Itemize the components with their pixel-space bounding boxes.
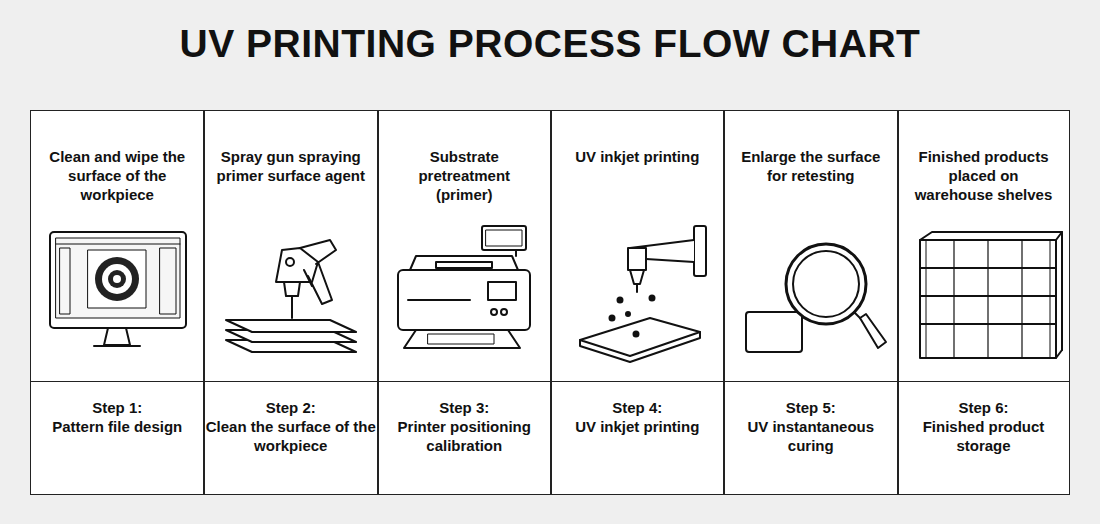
step-number: Step 1: (31, 398, 204, 417)
magnifier-icon (746, 244, 886, 352)
caption-cell: Clean and wipe the surface of the workpi… (30, 110, 205, 382)
step-cell: Step 3:Printer positioning calibration (377, 381, 552, 496)
step-name: UV instantaneous curing (724, 417, 898, 455)
step-cell: Step 1:Pattern file design (30, 381, 205, 496)
warehouse-shelf-icon (920, 232, 1062, 358)
step-number: Step 4: (551, 398, 724, 417)
step-number: Step 6: (898, 398, 1069, 417)
step-name: Finished product storage (898, 417, 1069, 455)
spray-gun-icon (226, 240, 356, 352)
inkjet-nozzle-icon (580, 226, 706, 362)
step-cell: Step 5:UV instantaneous curing (723, 381, 899, 496)
step-cell: Step 4:UV inkjet printing (550, 381, 725, 496)
caption-text: Substrate pretreatment (primer) (388, 147, 541, 204)
step-name: Clean the surface of the workpiece (204, 417, 378, 455)
step-number: Step 2: (204, 398, 378, 417)
caption-text: Finished products placed on warehouse sh… (908, 147, 1059, 204)
caption-text: Enlarge the surface for retesting (734, 147, 888, 185)
step-number: Step 3: (378, 398, 551, 417)
caption-cell: Enlarge the surface for retesting (723, 110, 899, 382)
monitor-icon (50, 232, 186, 346)
step-cell: Step 6:Finished product storage (897, 381, 1070, 496)
chart-title: UV PRINTING PROCESS FLOW CHART (0, 22, 1100, 66)
caption-cell: Spray gun spraying primer surface agent (203, 110, 379, 382)
caption-cell: UV inkjet printing (550, 110, 725, 382)
printer-icon (398, 226, 530, 348)
table-ground (30, 110, 1070, 495)
step-name: UV inkjet printing (551, 417, 724, 436)
step-name: Printer positioning calibration (378, 417, 551, 455)
step-number: Step 5: (724, 398, 898, 417)
caption-text: UV inkjet printing (561, 147, 714, 166)
caption-text: Spray gun spraying primer surface agent (214, 147, 368, 185)
step-cell: Step 2:Clean the surface of the workpiec… (203, 381, 379, 496)
caption-text: Clean and wipe the surface of the workpi… (41, 147, 194, 204)
caption-cell: Substrate pretreatment (primer) (377, 110, 552, 382)
caption-cell: Finished products placed on warehouse sh… (897, 110, 1070, 382)
step-name: Pattern file design (31, 417, 204, 436)
